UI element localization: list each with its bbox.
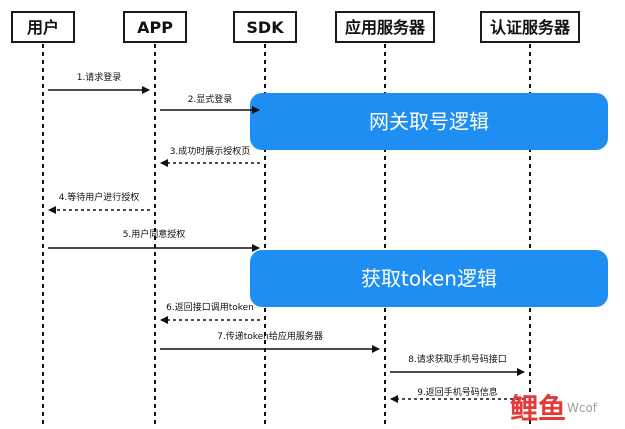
message-label-2: 2.显式登录 [188,93,233,105]
watermark-logo: 鲤鱼 Wcof [510,392,598,425]
message-label-5: 5.用户同意授权 [123,228,186,240]
message-label-8: 8.请求获取手机号码接口 [408,353,507,365]
logic-band-1 [250,93,608,150]
actor-box-appserver [335,11,435,43]
logic-band-label-2: 获取token逻辑 [361,267,497,291]
message-label-7: 7.传递token给应用服务器 [217,330,323,342]
actor-auth: 认证服务器 [480,11,580,43]
actor-user: 用户 [11,11,75,43]
actor-box-user [11,11,75,43]
message-label-9: 9.返回手机号码信息 [417,386,498,398]
logic-band-2 [250,250,608,307]
actor-box-sdk [233,11,297,43]
actor-label-sdk: SDK [246,18,284,37]
actor-box-app [123,11,187,43]
actor-appserver: 应用服务器 [335,11,435,43]
message-label-6: 6.返回接口调用token [166,301,254,313]
message-label-4: 4.等待用户进行授权 [59,191,140,203]
actor-box-auth [480,11,580,43]
actor-app: APP [123,11,187,43]
watermark-logo-text: 鲤鱼 [510,392,566,425]
messages: 1.请求登录 2.显式登录 3.成功时展示授权页 4.等待用户进行授权 5.用户同意授权… [48,71,525,403]
message-label-3: 3.成功时展示授权页 [170,145,251,157]
message-label-1: 1.请求登录 [77,71,122,83]
actor-label-app: APP [137,18,173,37]
actor-label-auth: 认证服务器 [490,18,571,37]
logic-band-label-1: 网关取号逻辑 [369,110,489,134]
actor-label-user: 用户 [27,18,59,37]
actor-sdk: SDK [233,11,297,43]
actor-label-appserver: 应用服务器 [345,18,426,37]
actors: 用户 APP SDK 应用服务器 认证服务器 [11,11,580,43]
watermark-sub-text: Wcof [567,401,598,415]
